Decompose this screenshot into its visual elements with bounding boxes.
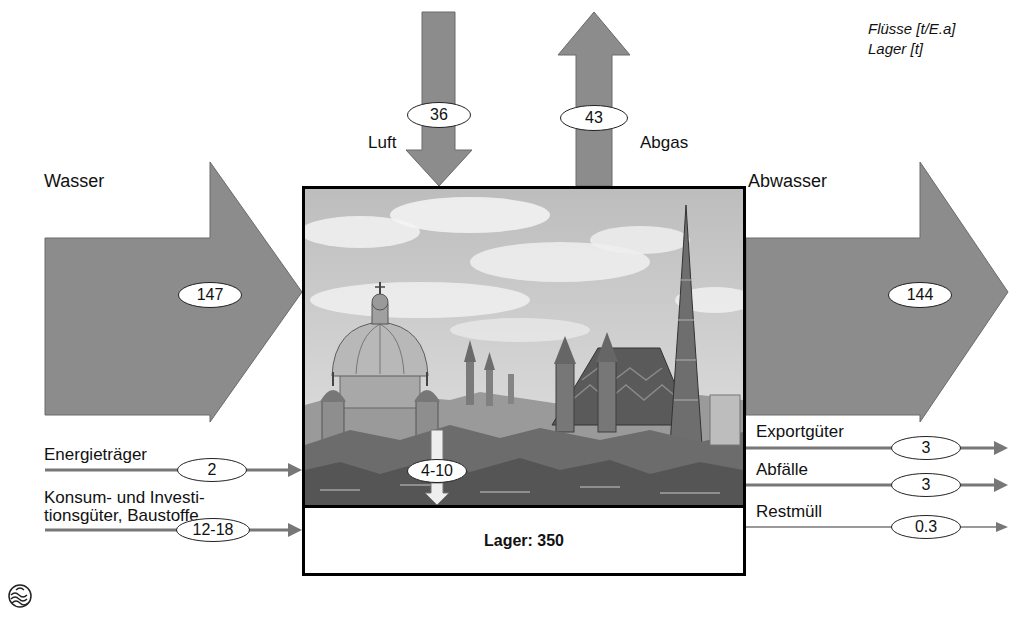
stock-arrow-stem: [431, 430, 443, 464]
flow-value: 36: [407, 102, 471, 128]
value-ellipse-outline: [408, 460, 467, 483]
flow-value: 144: [888, 282, 952, 308]
value-ellipse-outline: [179, 283, 242, 308]
flow-value: 3: [891, 473, 961, 497]
unit-note: Lager [t]: [868, 40, 923, 58]
flow-number: 36: [430, 106, 448, 124]
flow-value: 12-18: [176, 518, 250, 542]
value-ellipse-outline: [892, 516, 961, 539]
flow-name: Abfälle: [756, 461, 808, 479]
institute-logo: [9, 585, 31, 607]
flow-number: 147: [197, 286, 224, 304]
flow-name: Luft: [368, 134, 396, 152]
unit-note: Flüsse [t/E.a]: [868, 20, 956, 38]
value-ellipse-outline: [892, 437, 961, 460]
input-arrow: [45, 463, 302, 477]
value-ellipse-outline: [889, 283, 952, 308]
stock-arrow: [425, 483, 449, 505]
flow-name: Wasser: [44, 172, 104, 190]
flow-name: Exportgüter: [756, 423, 844, 441]
flow-value: 147: [178, 282, 242, 308]
flow-number: 2: [208, 461, 217, 479]
flow-name: Luft: [368, 134, 396, 152]
flow-name: Abfälle: [756, 461, 808, 479]
stock-box: Lager: 350: [302, 505, 746, 576]
flow-number: 144: [907, 286, 934, 304]
flow-name: Energieträger: [44, 446, 147, 464]
flow-value: 0.3: [891, 515, 961, 539]
air-arrow: [406, 12, 472, 186]
flow-value: 4-10: [407, 459, 467, 483]
flow-number: 43: [585, 109, 603, 127]
unit-note: Flüsse [t/E.a]: [868, 20, 956, 38]
flow-name: Abgas: [640, 134, 688, 152]
flow-value: 43: [560, 105, 628, 131]
flow-name: Abwasser: [748, 172, 827, 190]
flow-name: Energieträger: [44, 446, 147, 464]
value-ellipse-outline: [178, 459, 247, 482]
value-ellipse-outline: [408, 103, 471, 128]
wastewater-arrow: [746, 162, 1008, 422]
flow-number: 3: [922, 476, 931, 494]
water-arrow: [45, 162, 302, 422]
output-arrow: [746, 478, 1008, 492]
stock-text: Lager: 350: [484, 532, 564, 550]
flow-name: Wasser: [44, 172, 104, 190]
value-ellipse-outline: [561, 106, 628, 131]
flow-number: 0.3: [915, 518, 937, 536]
output-arrow: [746, 441, 1008, 455]
flow-number: 4-10: [421, 462, 453, 480]
flow-value: 2: [177, 458, 247, 482]
flow-number: 12-18: [193, 521, 234, 539]
unit-note: Lager [t]: [868, 40, 923, 58]
flow-value: 3: [891, 436, 961, 460]
flow-name: Restmüll: [756, 503, 822, 521]
flow-number: 3: [922, 439, 931, 457]
value-ellipse-outline: [892, 474, 961, 497]
flow-name: Abgas: [640, 134, 688, 152]
output-arrow: [746, 522, 1008, 532]
flow-name: Abwasser: [748, 172, 827, 190]
exhaust-arrow: [558, 12, 630, 186]
flow-name: Exportgüter: [756, 423, 844, 441]
flow-name: Restmüll: [756, 503, 822, 521]
input-arrow: [45, 523, 302, 537]
city-photo: [305, 189, 743, 506]
value-ellipse-outline: [177, 519, 250, 542]
